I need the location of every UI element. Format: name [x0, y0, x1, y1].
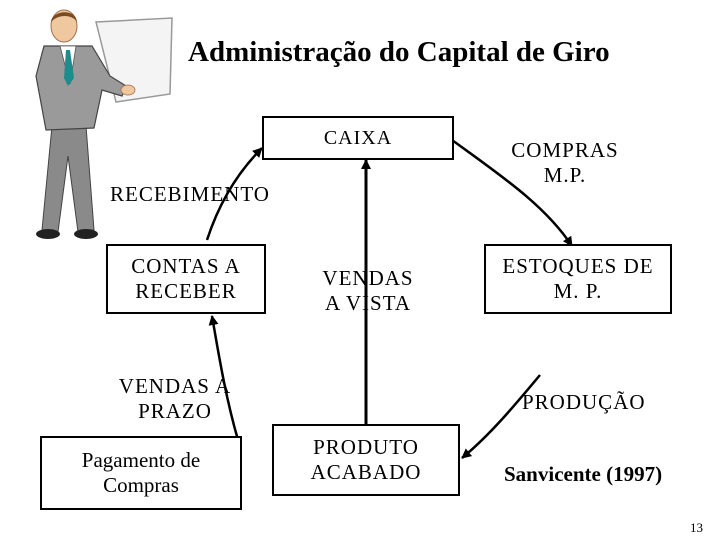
- recebimento-label: RECEBIMENTO: [110, 182, 270, 206]
- compras-label: COMPRAS M.P.: [511, 138, 619, 188]
- businessman-presenting-icon: [35, 9, 173, 239]
- arrow-to-caixa-left: [205, 147, 263, 241]
- estoques-box: ESTOQUES DE M. P.: [484, 244, 672, 314]
- caixa-label: CAIXA: [323, 127, 393, 149]
- slide-number: 13: [690, 520, 703, 535]
- produto-acabado-box: PRODUTO ACABADO: [272, 424, 460, 496]
- producao-label: PRODUÇÃO: [522, 390, 646, 414]
- vendas-prazo-label: VENDAS A PRAZO: [118, 374, 232, 424]
- arrow-to-produto-acabado: [461, 374, 541, 459]
- citation: Sanvicente (1997): [504, 462, 663, 486]
- contas-receber-box: CONTAS A RECEBER: [106, 244, 266, 314]
- page-title: Administração do Capital de Giro: [188, 36, 610, 68]
- pagamento-box: Pagamento de Compras: [40, 436, 242, 510]
- arrow-to-estoques: [451, 138, 574, 247]
- arrow-to-contas-receber: [208, 315, 240, 441]
- caixa-box: CAIXA: [262, 116, 454, 160]
- vendas-vista-label: VENDAS A VISTA: [322, 266, 414, 316]
